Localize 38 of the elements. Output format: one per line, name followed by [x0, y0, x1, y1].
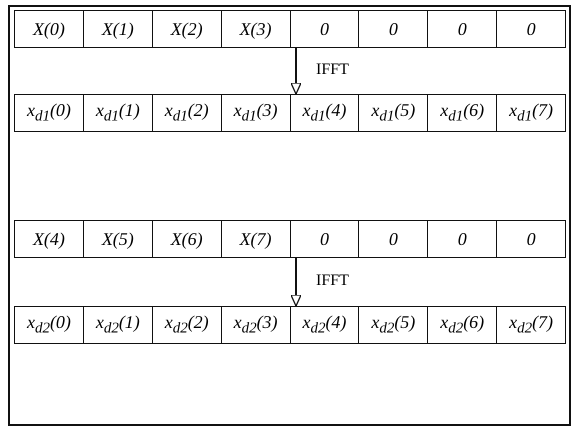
- sample-value: X(0): [32, 18, 65, 40]
- sample-value: x$_{d2}$(4): [302, 312, 346, 338]
- sample-value: x$_{d2}$(2): [164, 312, 209, 338]
- sample-value: X(7): [240, 228, 272, 250]
- sample-value: x$_{d1}$(0): [26, 100, 71, 126]
- array-row: [14, 306, 566, 344]
- sample-value: x$_{d2}$(1): [96, 312, 140, 338]
- sample-value: 0: [388, 228, 398, 250]
- sample-value: x$_{d1}$(4): [302, 100, 346, 126]
- sample-value: x$_{d2}$(7): [509, 312, 554, 338]
- sample-value: X(4): [32, 228, 65, 250]
- sample-value: x$_{d1}$(3): [234, 100, 278, 126]
- array-row: [14, 94, 566, 132]
- sample-value: 0: [526, 228, 536, 250]
- sample-value: x$_{d2}$(0): [26, 312, 71, 338]
- sample-value: X(5): [102, 228, 134, 250]
- sample-value: 0: [320, 18, 329, 40]
- sample-value: 0: [320, 228, 329, 250]
- sample-value: x$_{d1}$(2): [164, 100, 209, 126]
- sample-value: 0: [526, 18, 536, 40]
- sample-value: X(6): [170, 228, 203, 250]
- sample-value: x$_{d2}$(6): [440, 312, 484, 338]
- arrow: [290, 258, 302, 307]
- sample-value: x$_{d2}$(5): [371, 312, 416, 338]
- sample-value: x$_{d2}$(3): [234, 312, 278, 338]
- sample-value: x$_{d1}$(6): [440, 100, 484, 126]
- sample-value: 0: [388, 18, 398, 40]
- sample-value: x$_{d1}$(1): [96, 100, 140, 126]
- sample-value: X(1): [102, 18, 134, 40]
- sample-value: 0: [458, 18, 467, 40]
- sample-value: X(2): [170, 18, 203, 40]
- sample-value: X(3): [240, 18, 272, 40]
- array-row: [14, 220, 566, 258]
- sample-value: x$_{d1}$(7): [509, 100, 554, 126]
- array-row: [14, 10, 566, 48]
- arrow: [290, 48, 302, 95]
- sample-value: x$_{d1}$(5): [371, 100, 416, 126]
- sample-value: 0: [458, 228, 467, 250]
